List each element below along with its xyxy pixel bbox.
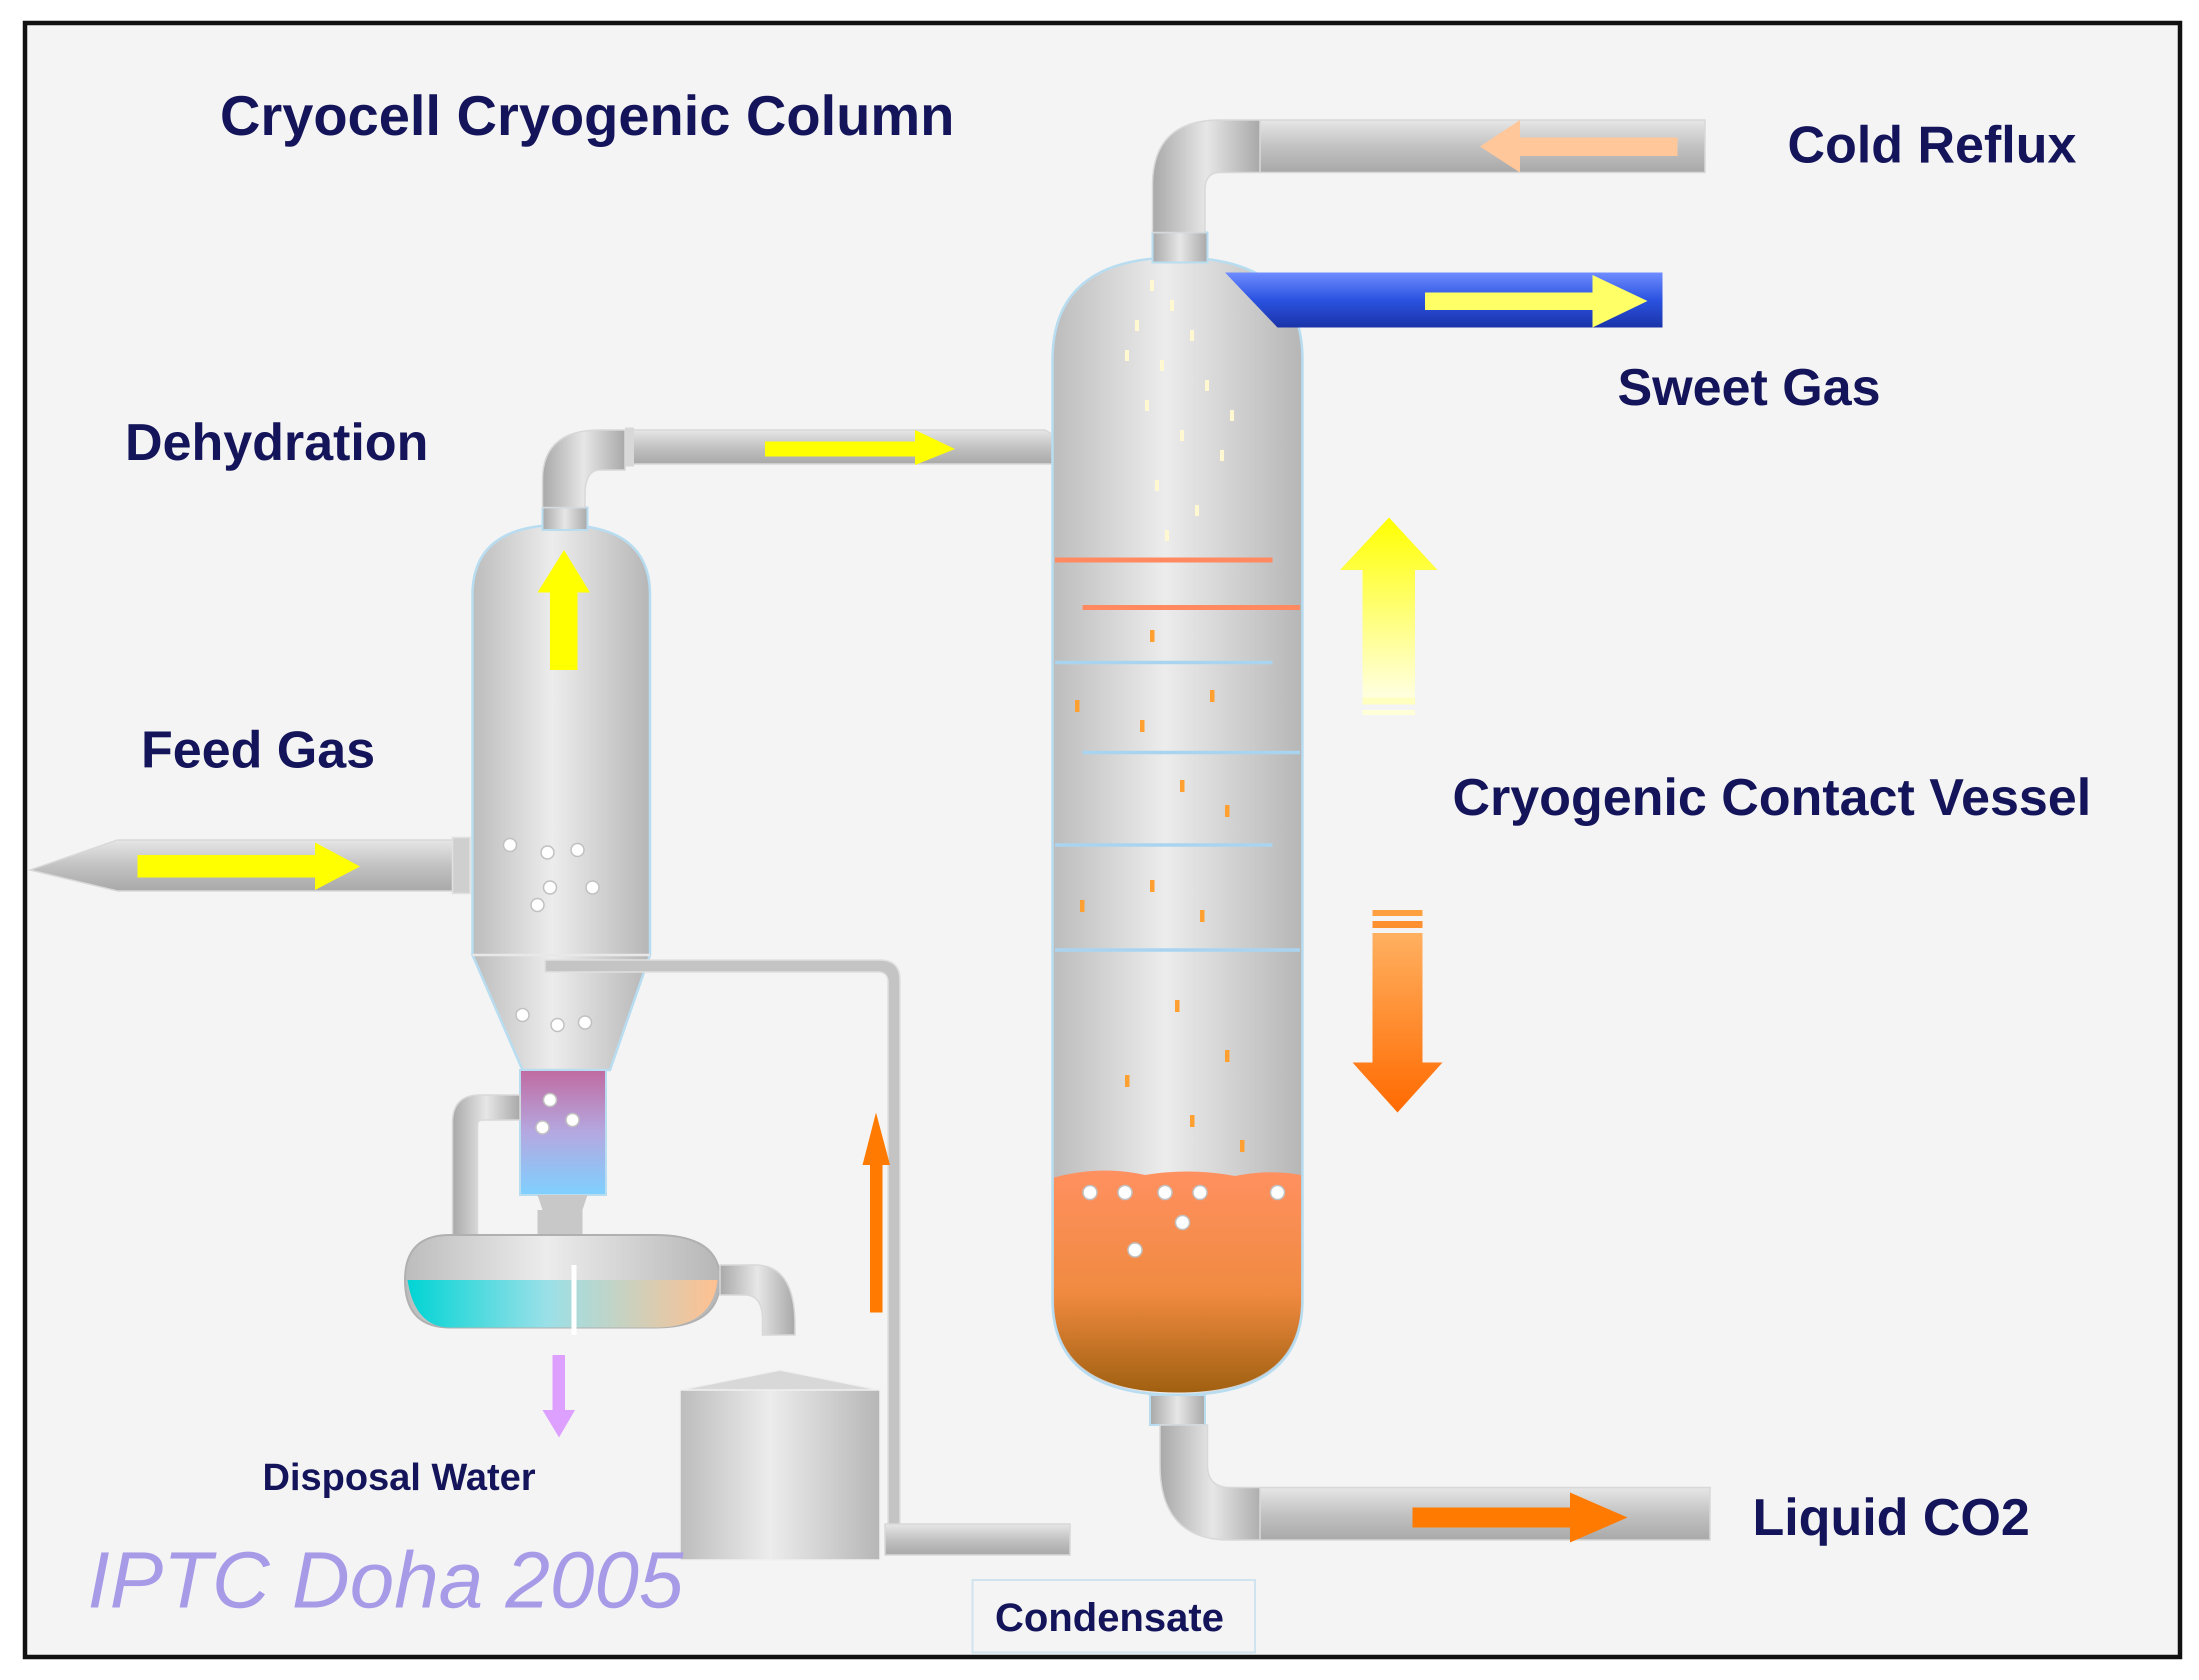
cold-reflux-label: Cold Reflux: [1788, 116, 2076, 174]
liquid-co2-elbow: [1159, 1424, 1266, 1541]
sweet-gas-label: Sweet Gas: [1618, 358, 1880, 416]
bubble-icon: [502, 838, 600, 1135]
water-separator: [404, 1210, 722, 1335]
liquid-co2-label: Liquid CO2: [1752, 1488, 2030, 1546]
column-bottom-nozzle: [1149, 1394, 1206, 1426]
flow-arrow-icon: [1372, 921, 1422, 928]
dehydration-vessel: [471, 524, 652, 1210]
flow-arrow-icon: [1362, 698, 1415, 704]
vapor-droplets: [1125, 280, 1234, 541]
separator-outlet-elbow: [719, 1264, 796, 1336]
flow-arrow-icon: [138, 842, 360, 890]
bubble-icon: [1082, 1184, 1286, 1258]
column-top-nozzle: [1152, 232, 1208, 264]
condensate-tank: [679, 1369, 881, 1561]
flow-arrow-icon: [862, 1112, 890, 1312]
flow-arrow-icon: [765, 430, 955, 465]
cryogenic-contact-vessel: [1051, 256, 1304, 1396]
liquid-droplets: [1075, 630, 1244, 1152]
feed-gas-label: Feed Gas: [141, 721, 375, 779]
flow-arrow-icon: [1362, 710, 1415, 715]
flow-arrow-icon: [538, 550, 590, 670]
dehydration-label: Dehydration: [125, 414, 428, 472]
diagram-title: Cryocell Cryogenic Column: [220, 84, 954, 147]
flow-arrow-icon: [1425, 275, 1648, 328]
flow-arrow-icon: [1412, 1492, 1628, 1542]
dehydration-outlet-elbow: [542, 429, 626, 508]
condensate-label: Condensate: [995, 1595, 1224, 1640]
condensate-box: [972, 1579, 1256, 1654]
condensate-outlet-pipe: [884, 1523, 1071, 1556]
disposal-water-label: Disposal Water: [262, 1456, 536, 1498]
flow-arrow-icon: [1480, 120, 1678, 172]
contact-vessel-label: Cryogenic Contact Vessel: [1452, 768, 2091, 826]
flow-arrow-icon: [1340, 518, 1438, 698]
iptc-watermark: IPTC Doha 2005: [88, 1535, 684, 1624]
cold-reflux-elbow: [1152, 119, 1261, 234]
flow-arrow-icon: [1352, 933, 1442, 1112]
flow-arrow-icon: [542, 1355, 575, 1438]
dehydration-top-nozzle: [542, 506, 588, 531]
flow-arrow-icon: [1372, 910, 1422, 916]
dehydration-boot: [519, 1069, 607, 1196]
